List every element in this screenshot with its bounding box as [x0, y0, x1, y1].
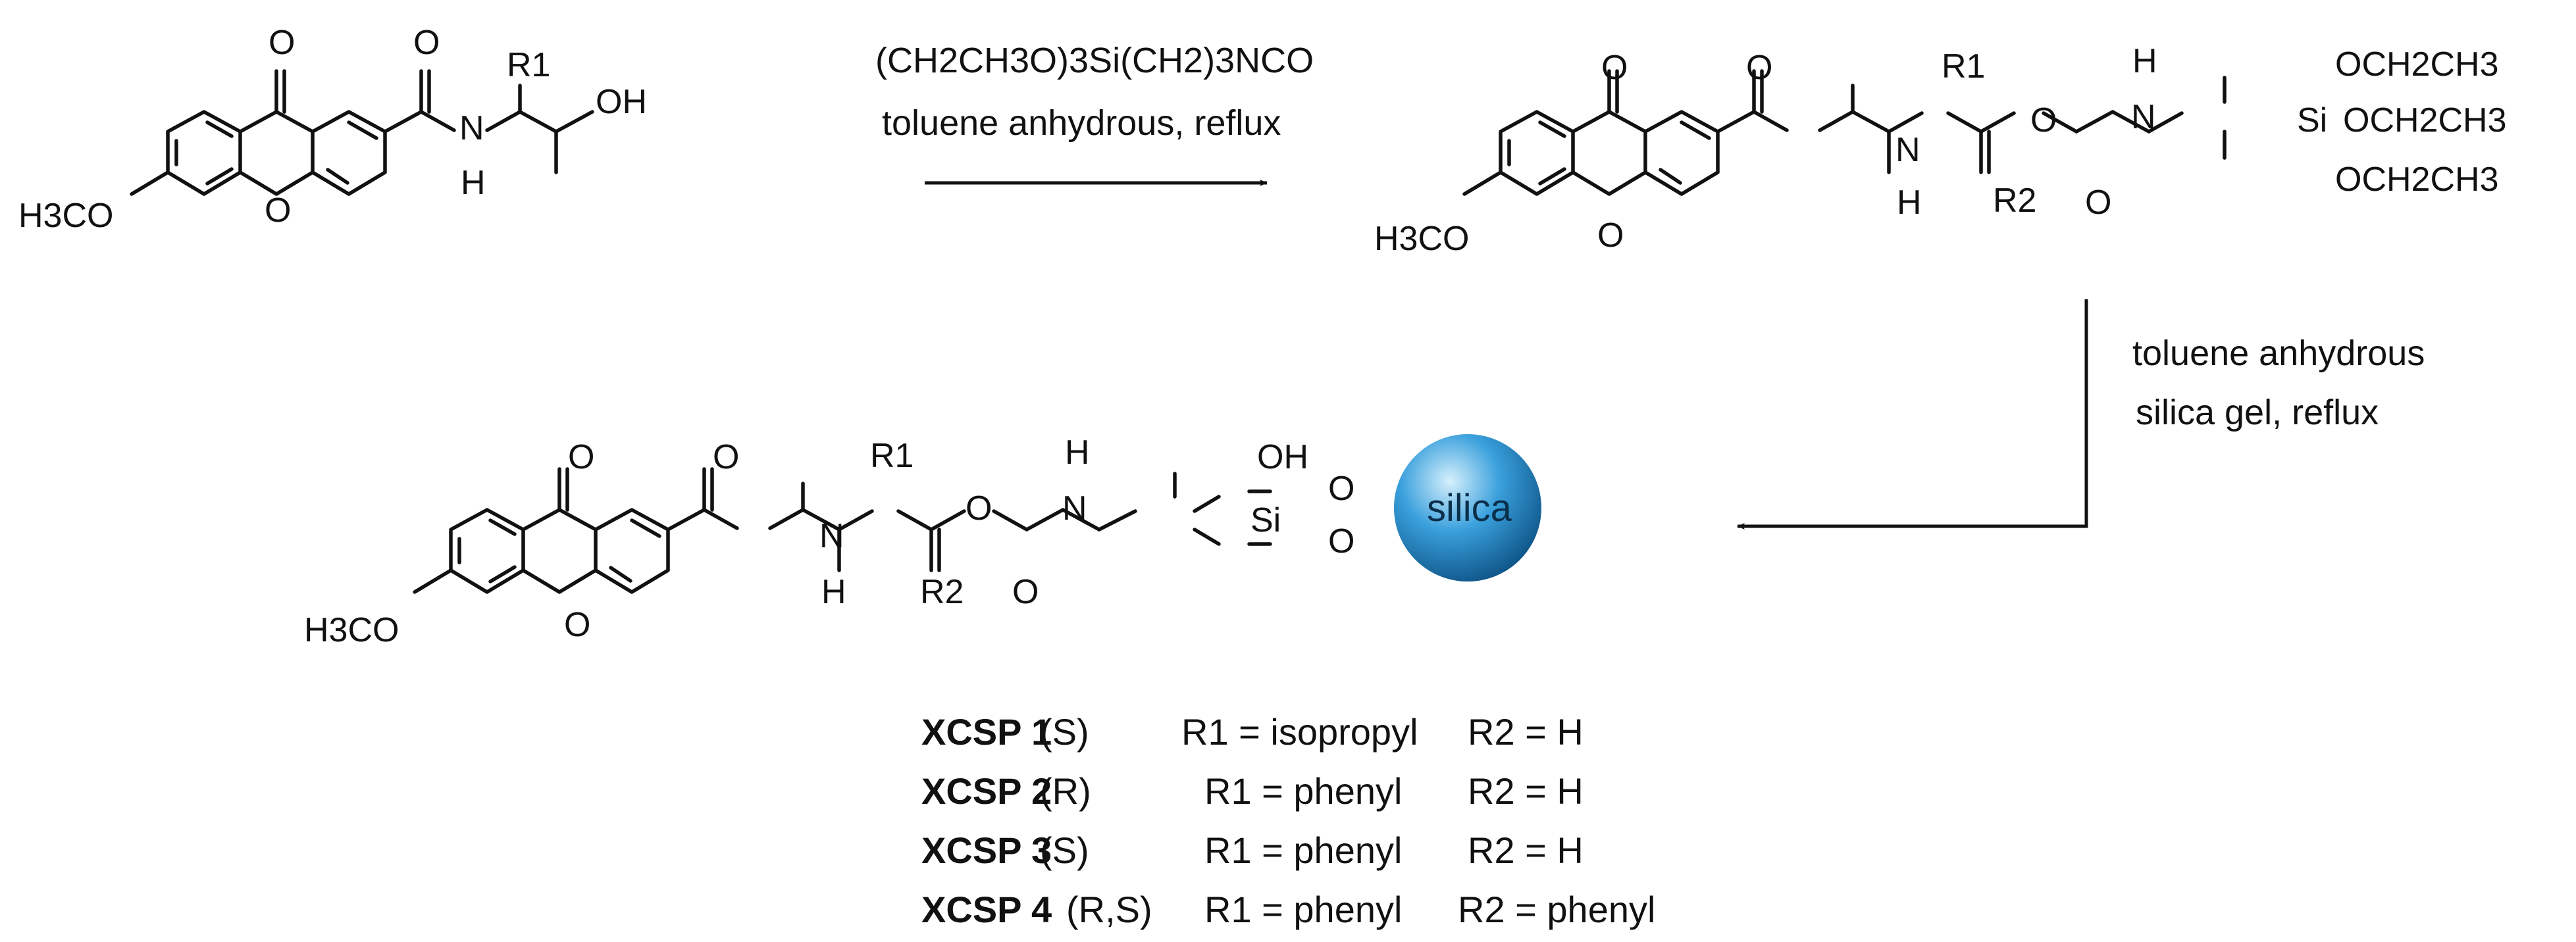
int-amide-o: O	[1746, 49, 1772, 87]
sm-oh: OH	[596, 83, 647, 121]
int-ester-o: O	[2030, 101, 2057, 139]
product-table: XCSP 1 (S) R1 = isopropyl R2 = H XCSP 2 …	[921, 711, 1655, 930]
prod-si-o-bottom: O	[1328, 522, 1354, 560]
silica-label: silica	[1427, 487, 1512, 530]
prod-ketone-o: O	[568, 438, 594, 476]
prod-r2: R2	[920, 573, 964, 611]
sm-amide-o: O	[413, 24, 440, 62]
int-oet-top: OCH2CH3	[2335, 45, 2499, 84]
prod-carbamate-n: N	[1062, 489, 1087, 528]
prod-amide-o: O	[713, 438, 739, 476]
product-config-3: (S)	[1040, 830, 1089, 871]
product-r2-1: R2 = H	[1468, 711, 1584, 753]
product-config-2: (R)	[1040, 770, 1091, 812]
sm-amide-n: N	[459, 109, 484, 147]
product-r1-3: R1 = phenyl	[1204, 830, 1402, 871]
int-carbamate-h: H	[2132, 42, 2157, 80]
starting-material	[130, 69, 594, 196]
int-carbonyl-o: O	[2085, 184, 2111, 222]
product-r1-1: R1 = isopropyl	[1181, 711, 1418, 753]
sm-amide-h: H	[461, 164, 486, 202]
prod-carbamate-h: H	[1065, 434, 1090, 472]
int-carbamate-n: N	[2131, 98, 2156, 136]
product-r1-2: R1 = phenyl	[1204, 770, 1402, 812]
product-config-1: (S)	[1040, 711, 1089, 753]
sm-ring-o: O	[265, 191, 291, 230]
product-config-4: (R,S)	[1066, 889, 1152, 930]
silica-sphere	[1394, 434, 1541, 582]
prod-ring-o: O	[564, 606, 590, 644]
int-r2: R2	[1993, 182, 2036, 220]
reagent-conditions-1: toluene anhydrous, reflux	[882, 103, 1281, 143]
product-name-4: XCSP 4	[921, 889, 1052, 930]
product-name-2: XCSP 2	[921, 770, 1052, 812]
reagent-conditions-2a: toluene anhydrous	[2132, 334, 2425, 373]
sm-r1: R1	[507, 46, 550, 84]
reagent-silane: (CH2CH3O)3Si(CH2)3NCO	[875, 41, 1314, 80]
sm-methoxy: H3CO	[18, 197, 113, 235]
prod-ester-o: O	[966, 489, 992, 528]
int-amide-n: N	[1895, 131, 1920, 169]
reagent-conditions-2b: silica gel, reflux	[2136, 393, 2379, 432]
int-amide-h: H	[1897, 184, 1922, 222]
product-r2-2: R2 = H	[1468, 770, 1584, 812]
prod-amide-h: H	[821, 573, 846, 611]
prod-r1: R1	[870, 437, 914, 475]
int-oet-bottom: OCH2CH3	[2335, 161, 2499, 199]
int-ring-o: O	[1597, 216, 1624, 255]
prod-silanol: OH	[1257, 438, 1308, 476]
reaction-arrow-2	[1737, 299, 2088, 530]
int-methoxy: H3CO	[1374, 220, 1469, 258]
product-name-3: XCSP 3	[921, 830, 1052, 871]
prod-si-o-top: O	[1328, 470, 1354, 508]
int-r1: R1	[1942, 47, 1985, 86]
int-ketone-o: O	[1601, 49, 1628, 87]
product-r2-4: R2 = phenyl	[1458, 889, 1655, 930]
prod-amide-n: N	[819, 517, 844, 555]
intermediate	[1462, 69, 2227, 196]
product-r1-4: R1 = phenyl	[1204, 889, 1402, 930]
int-oet-right: OCH2CH3	[2343, 101, 2507, 139]
product-name-1: XCSP 1	[921, 711, 1052, 753]
product-r2-3: R2 = H	[1468, 830, 1584, 871]
int-si: Si	[2297, 101, 2327, 139]
prod-si: Si	[1250, 501, 1281, 539]
sm-ketone-o: O	[269, 24, 295, 62]
prod-methoxy: H3CO	[304, 611, 399, 649]
prod-carbonyl-o: O	[1012, 573, 1039, 611]
final-product	[413, 467, 1272, 594]
